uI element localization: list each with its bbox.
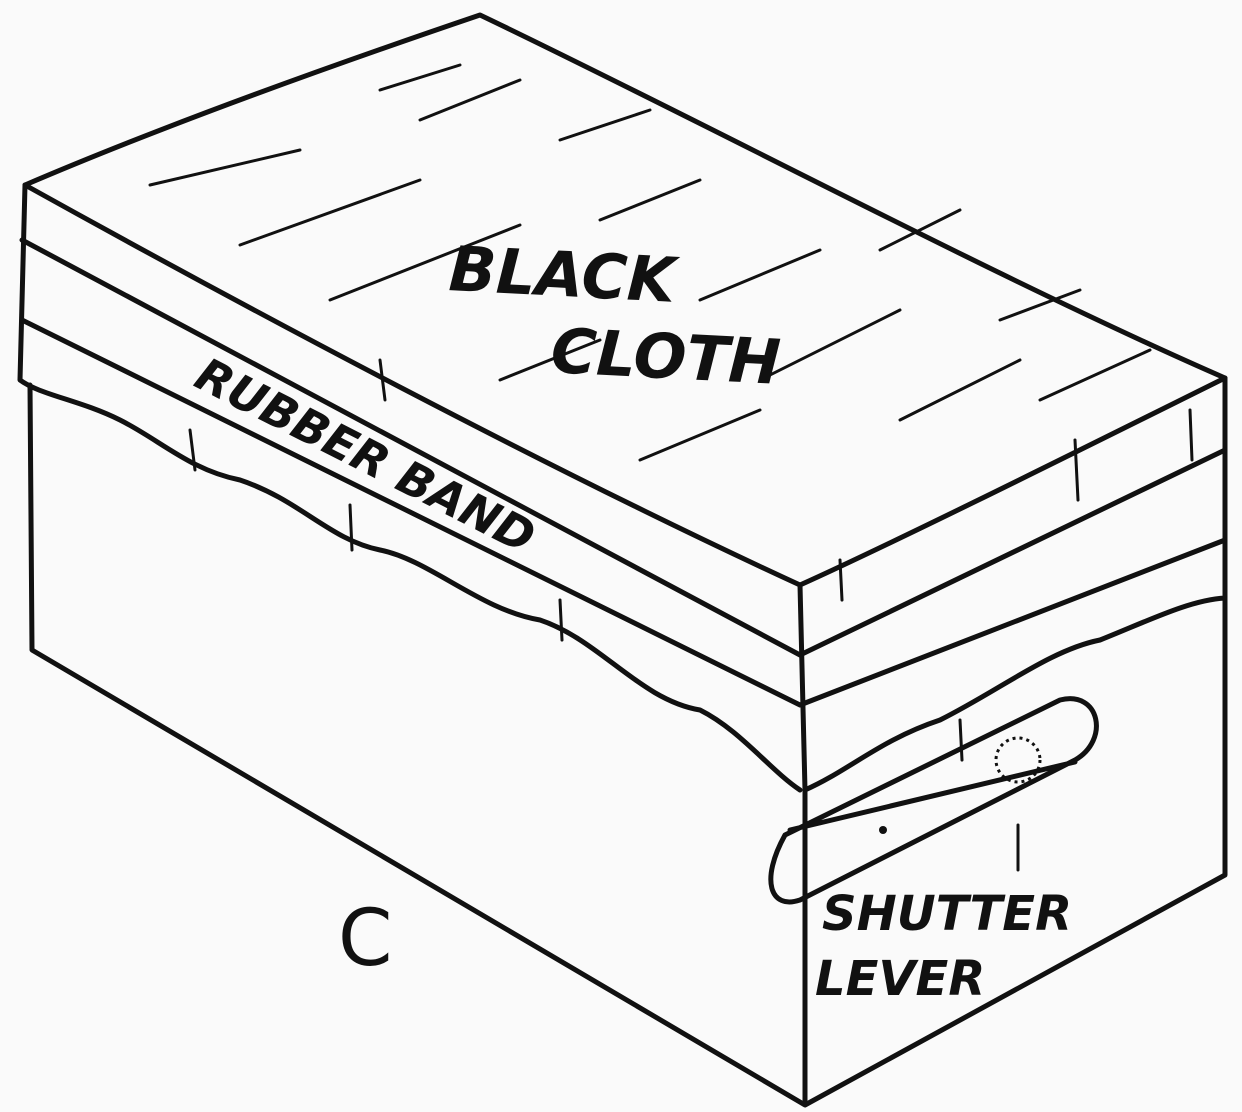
lever-pivot-dot xyxy=(879,826,887,834)
cloth-texture xyxy=(148,63,1194,762)
shutter-lever[interactable] xyxy=(768,696,1099,905)
label-rubber-band: RUBBER BAND xyxy=(187,347,544,565)
rubber-band-lower xyxy=(19,317,1228,708)
box-body xyxy=(27,382,1228,1108)
label-lever: LEVER xyxy=(815,951,985,1007)
label-shutter: SHUTTER xyxy=(822,886,1072,942)
figure-letter: C xyxy=(338,894,392,984)
cloth-front-edge xyxy=(17,182,803,793)
cloth-right-edge xyxy=(797,375,1228,793)
lever-hidden-pivot xyxy=(994,736,1042,784)
label-black: BLACK xyxy=(447,232,681,317)
label-cloth: CLOTH xyxy=(549,314,782,399)
rubber-band-upper xyxy=(19,237,1228,658)
